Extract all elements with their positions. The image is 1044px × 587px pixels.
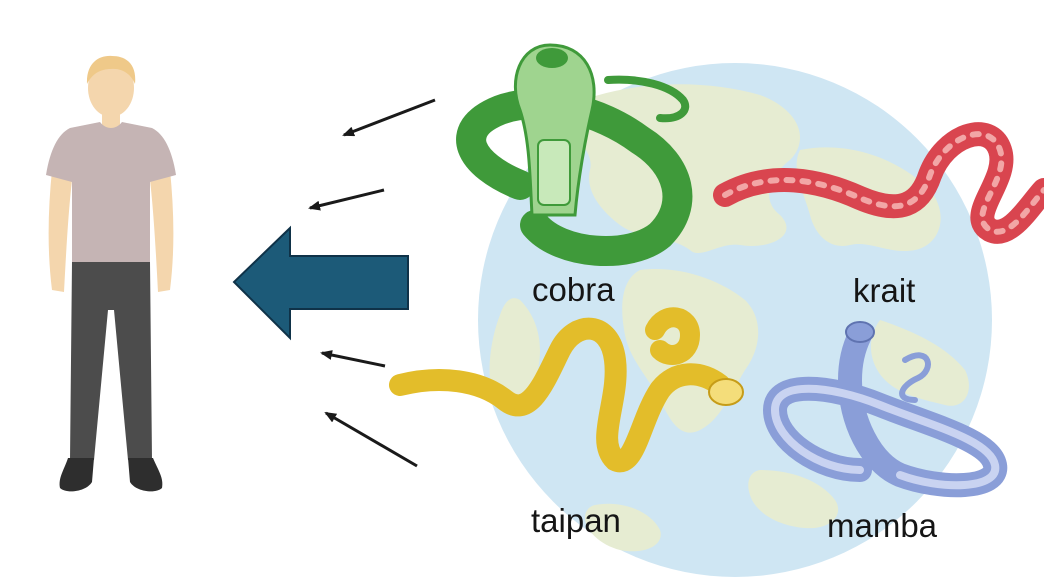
taipan-snake xyxy=(389,307,744,472)
person-left-arm xyxy=(48,170,72,292)
label-mamba: mamba xyxy=(827,507,938,544)
label-cobra: cobra xyxy=(532,271,615,308)
person-neck xyxy=(102,112,120,130)
mamba-snake xyxy=(762,321,1008,498)
label-krait: krait xyxy=(853,272,915,309)
person-left-shoe xyxy=(59,458,94,492)
cobra-snake xyxy=(456,43,693,266)
thin-arrow-2 xyxy=(308,188,385,211)
person-pants xyxy=(70,262,152,460)
mamba-head xyxy=(845,321,875,343)
person-hair xyxy=(86,55,136,84)
big-arrow xyxy=(232,225,409,341)
thin-arrow-4 xyxy=(324,411,418,468)
person-shirt xyxy=(46,122,176,268)
person-right-shoe xyxy=(128,458,163,492)
person-head xyxy=(88,59,134,117)
label-taipan: taipan xyxy=(531,502,621,539)
krait-snake xyxy=(713,122,1044,244)
taipan-head xyxy=(708,378,744,406)
person-figure xyxy=(46,55,176,492)
thin-arrows xyxy=(308,98,436,468)
thin-arrow-3 xyxy=(320,350,386,368)
person-right-arm xyxy=(150,170,174,292)
cobra-hood xyxy=(514,43,596,217)
thin-arrow-1 xyxy=(342,98,436,137)
